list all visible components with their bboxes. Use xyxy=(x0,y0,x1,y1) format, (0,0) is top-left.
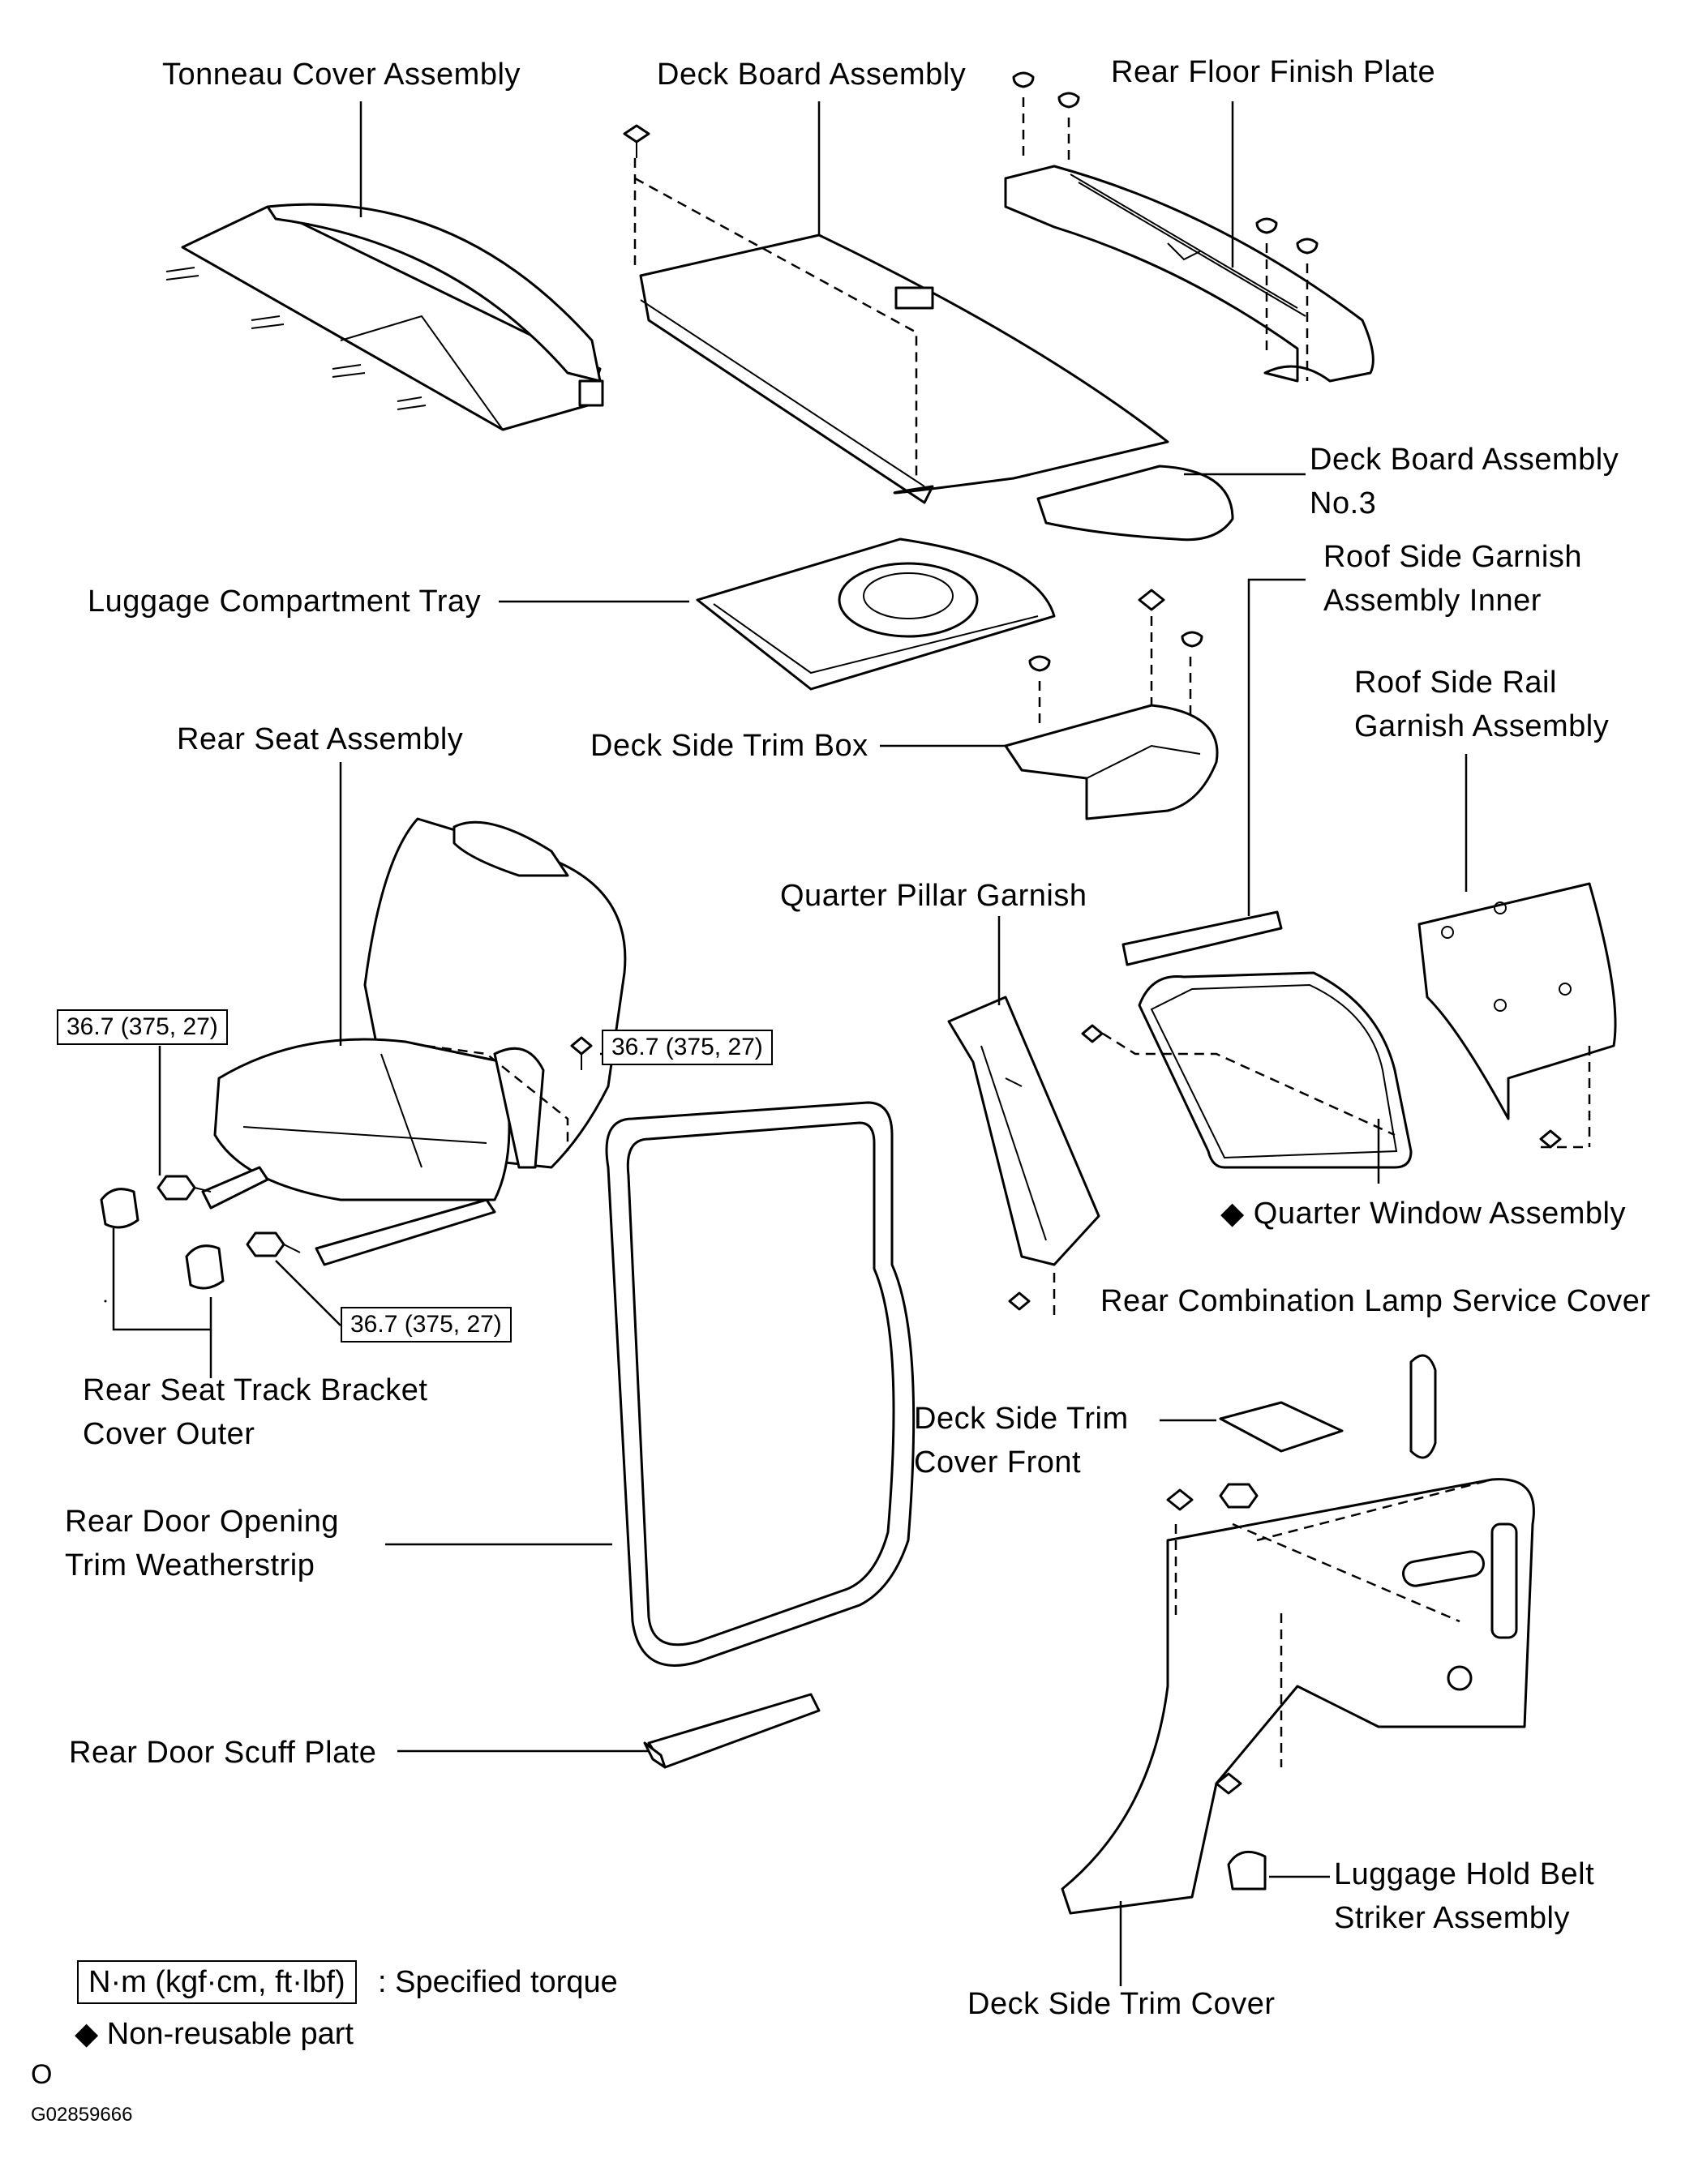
quarter-pillar-drawing xyxy=(947,916,1100,1321)
deck-board-no3-drawing xyxy=(1036,465,1306,542)
quarter-window-drawing xyxy=(1081,971,1413,1184)
deck-side-trim-box-drawing xyxy=(880,589,1219,820)
label-roof-side-rail-line2: Garnish Assembly xyxy=(1354,709,1610,743)
label-roof-side-rail: Roof Side Rail Garnish Assembly xyxy=(1354,661,1609,748)
scuff-plate-drawing xyxy=(397,1693,821,1769)
deck-side-trim-front-drawing xyxy=(1160,1401,1344,1453)
label-roof-side-garnish-inner: Roof Side Garnish Assembly Inner xyxy=(1323,535,1582,623)
label-deck-side-trim-box: Deck Side Trim Box xyxy=(590,729,868,763)
label-rear-floor-finish-plate: Rear Floor Finish Plate xyxy=(1111,55,1436,89)
label-rear-seat-track-line2: Cover Outer xyxy=(83,1417,255,1451)
label-quarter-pillar: Quarter Pillar Garnish xyxy=(780,879,1087,913)
roof-side-rail-drawing xyxy=(1417,754,1617,1149)
label-deck-board: Deck Board Assembly xyxy=(657,58,967,92)
label-rear-seat-track-line1: Rear Seat Track Bracket xyxy=(83,1373,428,1407)
torque-spec-seat-left: 36.7 (375, 27) xyxy=(57,1009,228,1045)
label-quarter-window: ◆ Quarter Window Assembly xyxy=(1220,1197,1626,1231)
label-rear-combination-lamp: Rear Combination Lamp Service Cover xyxy=(1100,1284,1651,1318)
legend-non-reusable: ◆ Non-reusable part xyxy=(75,2017,354,2051)
label-tonneau-cover: Tonneau Cover Assembly xyxy=(162,58,521,92)
torque-spec-seat-right: 36.7 (375, 27) xyxy=(602,1030,773,1065)
deck-side-trim-cover-drawing xyxy=(1061,1478,1535,1986)
label-deck-board-no3-line2: No.3 xyxy=(1310,486,1377,520)
weatherstrip-drawing xyxy=(385,1101,916,1667)
deck-board-drawing xyxy=(623,101,1169,504)
label-rear-seat-track: Rear Seat Track Bracket Cover Outer xyxy=(83,1368,427,1456)
speck xyxy=(104,1300,107,1303)
legend-torque-desc: : Specified torque xyxy=(378,1965,618,1999)
label-luggage-hold-belt-line2: Striker Assembly xyxy=(1334,1901,1570,1935)
footer-code: G02859666 xyxy=(31,2104,133,2126)
label-deck-board-no3-line1: Deck Board Assembly xyxy=(1310,443,1619,477)
torque-spec-seat-bottom: 36.7 (375, 27) xyxy=(341,1307,512,1343)
label-luggage-hold-belt: Luggage Hold Belt Striker Assembly xyxy=(1334,1852,1594,1940)
label-deck-side-trim-cover: Deck Side Trim Cover xyxy=(967,1987,1276,2021)
legend-torque-unit: N·m (kgf·cm, ft·lbf) xyxy=(77,1960,357,2004)
label-deck-side-trim-front: Deck Side Trim Cover Front xyxy=(914,1397,1129,1484)
label-roof-side-rail-line1: Roof Side Rail xyxy=(1354,666,1557,700)
label-deck-board-no3: Deck Board Assembly No.3 xyxy=(1310,438,1619,525)
tonneau-cover-drawing xyxy=(165,101,604,431)
label-rear-door-weatherstrip: Rear Door Opening Trim Weatherstrip xyxy=(65,1500,339,1587)
label-luggage-tray: Luggage Compartment Tray xyxy=(88,585,482,619)
footer-mark: O xyxy=(31,2059,53,2090)
rear-combination-lamp-cover-drawing xyxy=(1409,1354,1437,1459)
seat-bolts-drawing xyxy=(100,1030,683,1378)
label-roof-side-garnish-inner-line1: Roof Side Garnish xyxy=(1323,540,1582,574)
luggage-tray-drawing xyxy=(499,537,1056,691)
label-rear-door-weatherstrip-line1: Rear Door Opening xyxy=(65,1505,340,1539)
roof-side-garnish-inner-drawing xyxy=(1121,578,1306,966)
rear-floor-finish-plate-drawing xyxy=(1004,71,1374,383)
label-deck-side-trim-front-line1: Deck Side Trim xyxy=(914,1402,1129,1436)
label-roof-side-garnish-inner-line2: Assembly Inner xyxy=(1323,584,1542,618)
label-deck-side-trim-front-line2: Cover Front xyxy=(914,1445,1082,1480)
label-rear-door-weatherstrip-line2: Trim Weatherstrip xyxy=(65,1548,315,1582)
label-luggage-hold-belt-line1: Luggage Hold Belt xyxy=(1334,1857,1595,1891)
rear-seat-drawing xyxy=(201,762,627,1266)
label-rear-seat: Rear Seat Assembly xyxy=(177,722,464,756)
label-rear-door-scuff: Rear Door Scuff Plate xyxy=(69,1736,377,1770)
